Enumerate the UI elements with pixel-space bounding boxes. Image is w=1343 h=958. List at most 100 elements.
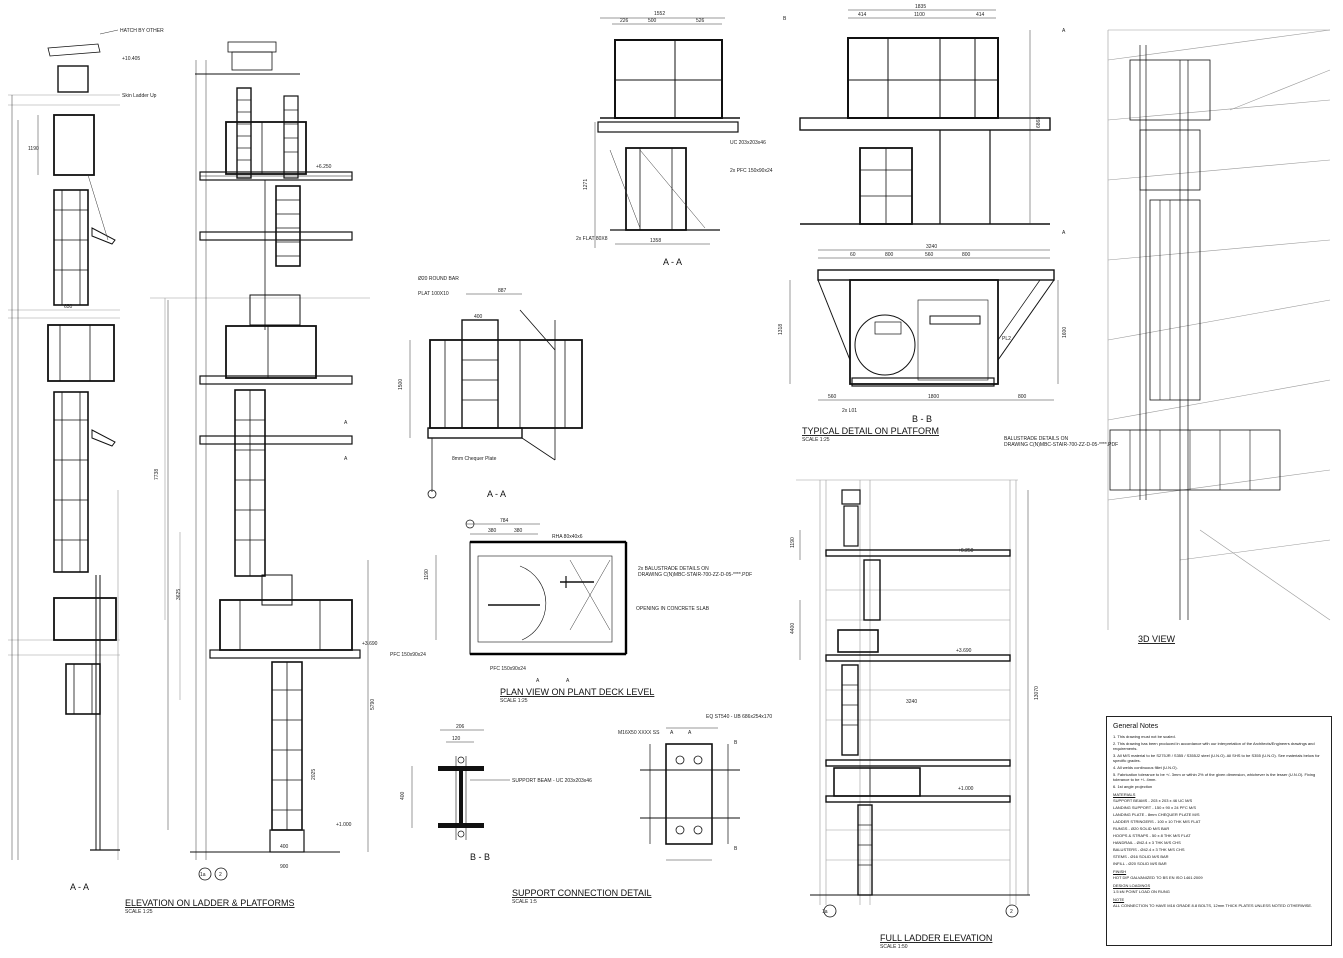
dim-label: 1318 <box>778 324 784 335</box>
note-6: 6. 1st angle projection <box>1113 784 1153 789</box>
annotation-rha: RHA 80x40x6 <box>552 534 583 540</box>
level-label: +6.250 <box>316 164 332 170</box>
material-item: HOOPS & STRAPS - 50 x 8 THK M/S FLAT <box>1113 833 1191 838</box>
dim-label: 1800 <box>928 394 939 400</box>
dim-label: 206 <box>456 724 465 730</box>
dim-label: 1190 <box>424 569 430 580</box>
material-item: LADDER STRINGERS - 100 x 10 THK M/S FLAT <box>1113 819 1201 824</box>
annotation-flat-100: PLAT 100X10 <box>418 291 449 297</box>
annotation-opening: OPENING IN CONCRETE SLAB <box>636 606 710 612</box>
grid-marker: A <box>344 420 348 426</box>
material-item: LANDING PLATE - 8mm CHEQUER PLATE M/S <box>1113 812 1200 817</box>
dim-label: 1552 <box>654 11 665 17</box>
annotation-pl2: PL2 <box>1002 336 1011 342</box>
general-notes-box: General Notes 1. This drawing must not b… <box>1106 716 1332 946</box>
level-label: +1.000 <box>958 786 974 792</box>
dim-label: 3625 <box>176 589 182 600</box>
material-item: BALUSTERS - Ø42.4 x 3 THK M/S CHS <box>1113 847 1185 852</box>
level-label: +6.250 <box>958 548 974 554</box>
note-heading: NOTE <box>1113 897 1125 902</box>
dim-label: 1600 <box>1062 327 1068 338</box>
dim-label: 414 <box>858 12 867 18</box>
grid-bubble: 1a <box>200 872 206 878</box>
dim-label: 7738 <box>154 469 160 480</box>
elevation-ladder-platforms: 7738 3625 5790 2025 400 900 +6.250 +3.69… <box>125 41 378 915</box>
section-label: A - A <box>487 489 506 499</box>
annotation-bolts: 2x L01 <box>842 408 857 414</box>
view-3d: BALUSTRADE DETAILS ON DRAWING C(N)MBC-ST… <box>1004 29 1331 644</box>
dim-label: 500 <box>648 18 657 24</box>
finish-text: HOT DIP GALVANIZED TO BS EN ISO 1461:200… <box>1113 875 1203 880</box>
grid-marker: B <box>734 846 738 852</box>
elevation-left-section: 1190 650 HATCH BY OTHER Skin Ladder Up +… <box>8 28 164 892</box>
view-scale: SCALE 1:25 <box>125 909 153 915</box>
note-1: 1. This drawing must not be scaled. <box>1113 734 1176 739</box>
dim-label: 400 <box>280 844 289 850</box>
grid-marker: A <box>344 456 348 462</box>
annotation-flat: 2x FLAT 80X8 <box>576 236 608 242</box>
material-item: INFILL - Ø20 SOLID M/S BAR <box>1113 861 1167 866</box>
view-scale: SCALE 1:5 <box>512 899 537 905</box>
dim-label: 13070 <box>1034 686 1040 700</box>
view-title: TYPICAL DETAIL ON PLATFORM <box>802 426 939 436</box>
dim-label: 1190 <box>28 146 39 152</box>
note-3: 3. All M/S material to be S275JR / S355 … <box>1113 753 1320 763</box>
view-title: PLAN VIEW ON PLANT DECK LEVEL <box>500 687 654 697</box>
section-label: B - B <box>912 414 932 424</box>
dim-label: 650 <box>64 304 73 310</box>
grid-marker: A <box>536 678 540 684</box>
dim-label: 1190 <box>790 537 796 548</box>
materials-heading: MATERIALS <box>1113 792 1136 797</box>
note-text: ALL CONNECTION TO HAVE M16 GRADE 8.8 BOL… <box>1113 903 1313 908</box>
ladder-upper <box>236 87 299 179</box>
grid-marker: B <box>783 16 787 22</box>
annotation-pfc-150: PFC 150x90x24 <box>490 666 526 672</box>
grid-bubble: 2 <box>1010 909 1013 915</box>
dim-label: 1100 <box>914 12 925 18</box>
view-title: 3D VIEW <box>1138 634 1176 644</box>
dim-label: 414 <box>976 12 985 18</box>
dim-label: 1271 <box>583 179 589 190</box>
dim-label: 560 <box>925 252 934 258</box>
dim-label: 2025 <box>311 769 317 780</box>
level-label: +3.690 <box>362 641 378 647</box>
annotation-support-beam: SUPPORT BEAM - UC 203x203x46 <box>512 778 592 784</box>
dim-label: 560 <box>828 394 837 400</box>
dim-label: 526 <box>696 18 705 24</box>
material-item: HANDRAIL - Ø42.4 x 3 THK M/S CHS <box>1113 840 1181 845</box>
section-aa-mid: 887 400 Ø20 ROUND BAR PLAT 100X10 1500 8… <box>398 276 583 499</box>
dim-label: 226 <box>620 18 629 24</box>
level-label: +3.690 <box>956 648 972 654</box>
dim-label: 784 <box>500 518 509 524</box>
annotation-pfc-150: PFC 150x90x24 <box>390 652 426 658</box>
dim-label: 3240 <box>926 244 937 250</box>
annotation-balustrade-1: 2x BALUSTRADE DETAILS ON <box>638 566 709 572</box>
dim-label: 60 <box>850 252 856 258</box>
grid-bubble: 2 <box>219 872 222 878</box>
view-scale: SCALE 1:25 <box>802 437 830 443</box>
grid-marker: A <box>688 730 692 736</box>
annotation-bolts: M16X50 XXXX SS <box>618 730 660 736</box>
dim-label: 1835 <box>915 4 926 10</box>
dim-label: 6868 <box>1036 117 1042 128</box>
material-item: SUPPORT BEAMS - 203 x 203 x 46 UC M/S <box>1113 798 1193 803</box>
note-4: 4. All welds continuous fillet (U.N.O). <box>1113 765 1178 770</box>
dim-label: 4400 <box>790 623 796 634</box>
plan-view-deck: 784 380 380 RHA 80x40x6 1190 2x BALUSTRA… <box>390 518 752 704</box>
section-label: B - B <box>470 852 490 862</box>
grid-marker: A <box>1062 230 1066 236</box>
level-label: +10.405 <box>122 56 140 62</box>
full-ladder-elevation: 13070 1190 4400 3240 +6.250 +3.690 +1.00… <box>790 479 1040 950</box>
dim-label: 900 <box>280 864 289 870</box>
note-2: 2. This drawing has been produced in acc… <box>1113 741 1315 751</box>
annotation-pfc: 2x PFC 150x90x24 <box>730 168 773 174</box>
dim-label: 400 <box>474 314 483 320</box>
annotation-balustrade-2: DRAWING C(N)MBC-STAIR-700-ZZ-D-05-****.P… <box>638 572 752 578</box>
grid-marker: B <box>734 740 738 746</box>
dim-label: 3240 <box>906 699 917 705</box>
view-scale: SCALE 1:50 <box>880 944 908 950</box>
notes-heading: General Notes <box>1113 723 1159 730</box>
dim-label: 1500 <box>398 379 404 390</box>
